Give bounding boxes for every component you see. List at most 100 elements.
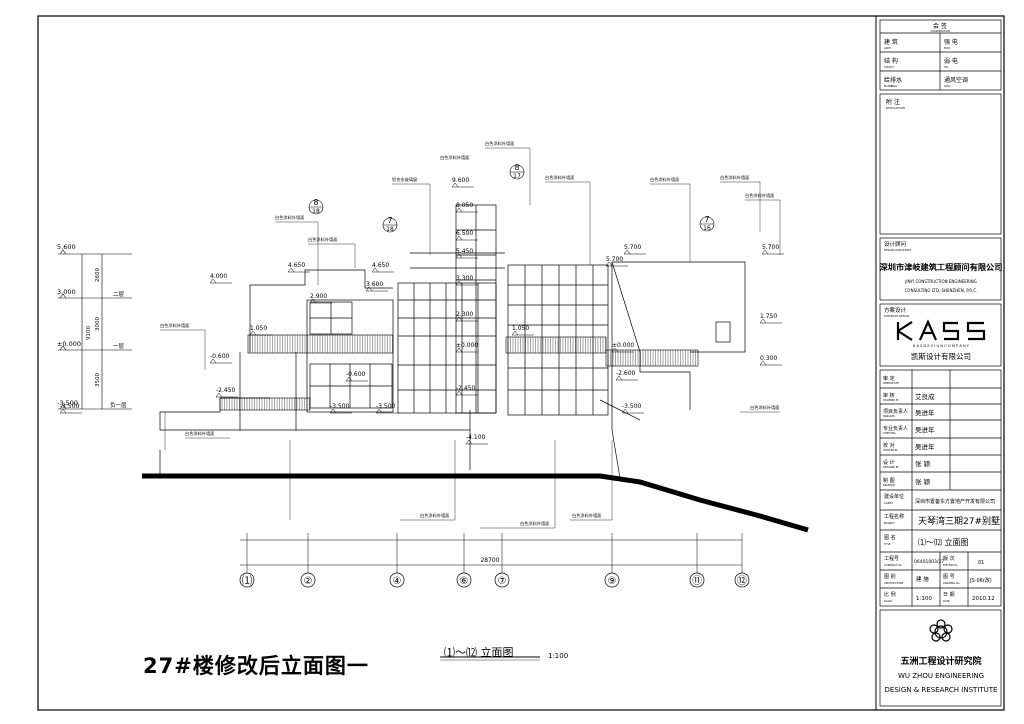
- svg-text:吴进年: 吴进年: [915, 408, 935, 417]
- level-marker: ±0.000: [611, 342, 634, 353]
- svg-text:5.700: 5.700: [624, 244, 641, 251]
- annotation-paint-14: 白色涂料外墙面: [750, 404, 779, 411]
- institute-name-en1: WU ZHOU ENGINEERING: [898, 672, 984, 680]
- axis-marker: ⑪: [689, 533, 705, 588]
- drawing-name-value: ⑴～⑿ 立面图: [918, 537, 969, 547]
- svg-text:设 计: 设 计: [883, 459, 895, 466]
- left-level-3000: 3.000: [57, 288, 76, 296]
- section-mark-4: 7 16: [699, 215, 715, 232]
- svg-text:DESIGNED BY: DESIGNED BY: [883, 466, 899, 469]
- left-floor-1: 一层: [113, 343, 125, 350]
- svg-text:TEL.: TEL.: [944, 65, 949, 69]
- left-level-5600: 5.600: [57, 243, 76, 251]
- svg-text:CONTRACT No.: CONTRACT No.: [884, 563, 903, 567]
- svg-text:张 颖: 张 颖: [915, 459, 931, 468]
- leader-lines: [160, 147, 781, 529]
- axis-marker: ⑫: [734, 533, 750, 588]
- svg-text:7: 7: [704, 215, 709, 224]
- svg-text:TITLE: TITLE: [884, 542, 891, 546]
- building-elevation: [159, 204, 746, 479]
- level-marker: 4.000: [209, 273, 232, 284]
- view-scale: 1:100: [548, 652, 569, 660]
- section-mark-1: 8 18: [308, 198, 324, 215]
- level-marker: 5.700: [761, 244, 784, 255]
- svg-text:DRAWN BY: DRAWN BY: [883, 484, 896, 487]
- svg-text:制 图: 制 图: [883, 477, 895, 484]
- axis-marker: ⑦: [494, 533, 510, 588]
- annotation-paint-5: 白色涂料外墙面: [545, 174, 574, 181]
- svg-text:⑪: ⑪: [692, 575, 702, 587]
- kas-logo: [896, 319, 986, 341]
- svg-text:ARCHITECTURE: ARCHITECTURE: [884, 581, 904, 585]
- section-marks: 8 18 7 18 8 17 7 16: [308, 163, 715, 233]
- left-dim-9100: 9100: [86, 326, 92, 340]
- level-marker: 4.650: [287, 262, 310, 273]
- level-marker: -0.600: [345, 371, 368, 382]
- svg-text:EXAMINED BY: EXAMINED BY: [883, 399, 899, 402]
- sign-struct: 结 构: [884, 57, 898, 65]
- notes-title-en: NOTE/CAPTION: [886, 106, 905, 110]
- scheme-company: 凯斯设计有限公司: [911, 351, 971, 361]
- svg-text:吴进年: 吴进年: [915, 425, 935, 434]
- svg-text:8.050: 8.050: [456, 202, 473, 209]
- ground-line: [142, 473, 809, 533]
- project-no-label: 工程号: [884, 555, 899, 562]
- svg-text:DESIGN CONSULTANT: DESIGN CONSULTANT: [884, 248, 911, 252]
- svg-text:17: 17: [513, 173, 521, 180]
- svg-text:项目负责人: 项目负责人: [883, 408, 908, 415]
- svg-text:SCHEMATIC DESIGN: SCHEMATIC DESIGN: [884, 314, 909, 318]
- svg-text:⑴: ⑴: [242, 574, 252, 587]
- sheet-border: [37, 15, 1005, 711]
- svg-text:审 定: 审 定: [883, 375, 895, 382]
- overall-dimension: 28700: [480, 557, 499, 564]
- svg-text:-0.600: -0.600: [346, 371, 366, 378]
- svg-text:⑥: ⑥: [460, 576, 469, 587]
- annotation-paint-10: 白色涂料外墙面: [185, 430, 214, 437]
- annotation-paint-6: 白色涂料外墙面: [650, 176, 679, 183]
- svg-text:3.600: 3.600: [366, 281, 383, 288]
- client-label: 建设单位: [884, 493, 904, 500]
- level-marker: -3.500: [621, 403, 644, 414]
- consultant-label: 设计顾问: [884, 240, 906, 248]
- svg-text:5.700: 5.700: [762, 244, 779, 251]
- left-level-scale: [58, 249, 132, 410]
- level-marker: 3.600: [365, 281, 388, 292]
- svg-text:PROJECT: PROJECT: [884, 521, 895, 525]
- consultant-name: 深圳市津岐建筑工程顾问有限公司: [880, 262, 1003, 272]
- svg-text:ARCH.: ARCH.: [884, 46, 892, 50]
- sign-arch: 建 筑: [884, 38, 898, 46]
- svg-text:CHECKED BY: CHECKED BY: [883, 449, 898, 452]
- axis-marker: ④: [389, 533, 405, 588]
- svg-text:2.900: 2.900: [310, 293, 327, 300]
- countersign-title-en: COORDINATION: [930, 29, 950, 33]
- svg-text:DRAWING No.: DRAWING No.: [943, 581, 960, 585]
- svg-text:4.650: 4.650: [288, 262, 305, 269]
- level-marker: 9.600: [451, 177, 474, 188]
- section-mark-3: 8 17: [509, 163, 525, 180]
- level-marker: 1.750: [759, 313, 782, 324]
- svg-text:EDITION No.: EDITION No.: [943, 563, 958, 567]
- edition-label: 版 次: [943, 555, 955, 562]
- annotation-paint-11: 白色涂料外墙面: [420, 512, 449, 519]
- level-marker: ±0.000: [455, 342, 478, 353]
- svg-text:CLIENT: CLIENT: [884, 501, 893, 505]
- svg-text:PLUMBING: PLUMBING: [884, 84, 897, 88]
- left-dim-2600: 2600: [95, 268, 101, 282]
- svg-text:专业负责人: 专业负责人: [883, 425, 908, 432]
- svg-text:16: 16: [703, 225, 711, 232]
- svg-text:18: 18: [312, 208, 320, 215]
- svg-text:-0.600: -0.600: [210, 353, 230, 360]
- annotation-paint-7: 白色涂料外墙面: [720, 174, 749, 181]
- annotation-paint-12: 白色涂料外墙面: [520, 520, 549, 527]
- project-value: 天琴湾三期27#别墅: [918, 515, 1000, 527]
- svg-text:-3.500: -3.500: [60, 403, 80, 410]
- svg-text:±0.000: ±0.000: [612, 342, 634, 349]
- svg-text:-2.450: -2.450: [216, 387, 236, 394]
- level-marker: -3.500: [329, 403, 352, 414]
- annotation-labels: 白色涂料外墙面 白色涂料外墙面 铝合金玻璃窗 白色涂料外墙面 白色涂料外墙面 白…: [160, 140, 779, 527]
- axis-lines: [240, 539, 742, 566]
- svg-text:1.050: 1.050: [512, 325, 529, 332]
